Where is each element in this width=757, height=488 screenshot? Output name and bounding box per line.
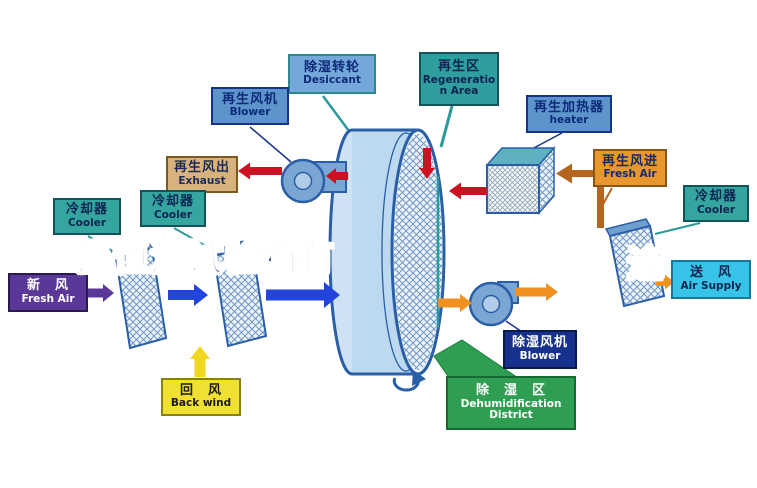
- regen-fresh-air-label-zh: 再生风进: [601, 153, 658, 169]
- watermark-title-left: 温恒温试验箱有: [75, 237, 336, 280]
- cooler-left-inner-label: 冷却器 Cooler: [140, 190, 206, 227]
- fresh-air-label-en: Fresh Air: [21, 292, 75, 305]
- regen-heater-label: 再生加热器 heater: [526, 95, 612, 133]
- regen-fresh-air-label: 再生风进 Fresh Air: [593, 149, 667, 187]
- cooler-right-label-en: Cooler: [696, 203, 736, 216]
- regen-blower-label-en: Blower: [229, 106, 271, 119]
- air-supply-label-zh: 送 风: [689, 265, 732, 281]
- regen-hot-air-arrow: [449, 182, 487, 200]
- connector-lines: [87, 95, 701, 333]
- cooler-left-inner-label-zh: 冷却器: [151, 194, 194, 210]
- desiccant-label-en: Desiccant: [303, 74, 361, 87]
- regeneration-area-label-en: Regeneration Area: [422, 73, 496, 98]
- rotary-wheel: [328, 128, 446, 392]
- process-air-arrow-2: [266, 282, 340, 308]
- cooler-left-inner-connector-line: [173, 227, 219, 254]
- back-wind-label-zh: 回 风: [179, 382, 222, 398]
- regen-exhaust-arrow-1: [326, 168, 348, 184]
- cooler-coil-right: [604, 218, 666, 308]
- wheel-rotation-arrow-icon: [392, 370, 426, 392]
- supply-air-arrow-2: [516, 283, 558, 301]
- exhaust-label-zh: 再生风出: [173, 160, 230, 176]
- regen-heater-label-zh: 再生加热器: [533, 99, 604, 115]
- dehumid-blower-label-en: Blower: [519, 349, 561, 362]
- back-wind-label: 回 风 Back wind: [161, 378, 241, 416]
- dehumid-district-label-zh: 除 湿 区: [475, 382, 546, 398]
- wheel-face-hatch: [394, 134, 442, 370]
- regen-fresh-air-label-en: Fresh Air: [603, 168, 657, 181]
- supply-air-arrow-3: [656, 274, 674, 290]
- cooler-right-label-zh: 冷却器: [694, 189, 737, 205]
- regen-inlet-arrow: [556, 163, 604, 228]
- regeneration-area-label: 再生区 Regeneration Area: [419, 52, 499, 106]
- fresh-air-label: 新 风 Fresh Air: [8, 273, 88, 312]
- exhaust-label: 再生风出 Exhaust: [166, 156, 238, 193]
- cooler-left-outer-label: 冷却器 Cooler: [53, 198, 121, 235]
- cooler-coil-left-1: [110, 241, 168, 350]
- heater-connector-line: [529, 132, 563, 151]
- regen-area-connector-line: [439, 105, 454, 148]
- regen-blower-connector-line: [249, 126, 292, 163]
- cooler-left-inner-label-en: Cooler: [153, 208, 193, 221]
- dehumid-blower-label-zh: 除湿风机: [511, 335, 568, 351]
- desiccant-label: 除湿转轮 Desiccant: [288, 54, 376, 94]
- supply-blower-icon: [468, 281, 519, 327]
- desiccant-label-zh: 除湿转轮: [303, 59, 360, 75]
- regen-exhaust-arrow-2: [238, 162, 282, 180]
- air-supply-label: 送 风 Air Supply: [671, 260, 751, 299]
- regen-blower-label: 再生风机 Blower: [211, 87, 289, 125]
- air-supply-label-en: Air Supply: [680, 279, 742, 292]
- dehumid-district-label-en: Dehumidification District: [460, 397, 562, 422]
- watermark-title-right: 途: [626, 243, 665, 286]
- regen-heater-label-en: heater: [549, 114, 589, 127]
- supply-air-arrow-1: [438, 294, 472, 312]
- process-air-arrow-1: [168, 284, 208, 306]
- fresh-air-label-zh: 新 风: [26, 278, 69, 294]
- heater-icon: [485, 146, 556, 215]
- desiccant-connector-line: [321, 95, 351, 132]
- cooler-coil-left-2: [208, 239, 268, 348]
- exhaust-label-en: Exhaust: [178, 174, 226, 187]
- dehumid-district-label: 除 湿 区 Dehumidification District: [446, 376, 576, 430]
- regen-sector-down-arrow: [419, 148, 435, 179]
- back-wind-label-en: Back wind: [170, 397, 232, 410]
- flow-arrows: [88, 148, 674, 377]
- cooler-right-connector-line: [654, 222, 701, 235]
- regeneration-area-label-zh: 再生区: [437, 58, 480, 74]
- fresh-air-arrow: [88, 284, 114, 302]
- cooler-left-outer-label-zh: 冷却器: [65, 202, 108, 218]
- dehumid-blower-label: 除湿风机 Blower: [503, 330, 577, 369]
- cooler-right-label: 冷却器 Cooler: [683, 185, 749, 222]
- cooler-left-outer-label-en: Cooler: [67, 216, 107, 229]
- regen-blower-label-zh: 再生风机: [221, 91, 278, 107]
- return-air-arrow: [190, 346, 210, 377]
